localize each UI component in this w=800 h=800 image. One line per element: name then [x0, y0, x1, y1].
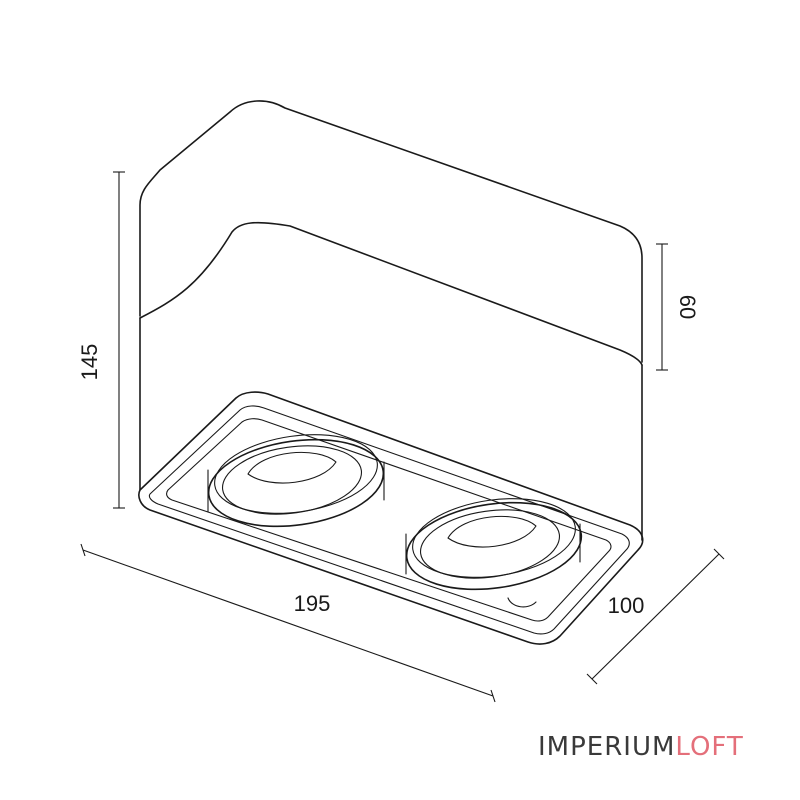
right-spot-hinge: [507, 597, 537, 608]
dimension-depth: 100: [586, 548, 725, 685]
dimension-label-100: 100: [608, 593, 645, 618]
lower-housing-outline: [139, 317, 643, 541]
bottom-trim-outer: [138, 391, 644, 645]
left-spot-outer-ring: [207, 438, 385, 528]
left-spot-body: [207, 461, 385, 513]
left-spot-rim: [214, 434, 378, 514]
recess-opening: [166, 418, 612, 622]
dimension-label-60: 60: [675, 295, 700, 319]
dimension-label-195: 195: [294, 591, 331, 616]
upper-housing-lower-edge: [139, 221, 643, 366]
dimension-height-total: 145: [77, 171, 125, 509]
brand-logo: IMPERIUMLOFT: [538, 732, 744, 762]
dimension-height-upper: 60: [656, 243, 700, 371]
left-spot-lens: [247, 451, 337, 484]
dimension-label-145: 145: [77, 344, 102, 381]
left-spot-reflector: [221, 445, 363, 515]
bottom-trim-inner: [148, 405, 630, 635]
brand-logo-part1: IMPERIUM: [538, 732, 676, 762]
brand-logo-part2: LOFT: [675, 732, 744, 762]
right-spot-body: [405, 523, 581, 575]
right-spot-outer-ring: [405, 501, 583, 591]
right-spot-reflector: [419, 509, 561, 579]
dimension-length: 195: [80, 543, 496, 703]
right-spot-lens: [447, 515, 537, 548]
upper-housing-outline: [139, 100, 643, 363]
